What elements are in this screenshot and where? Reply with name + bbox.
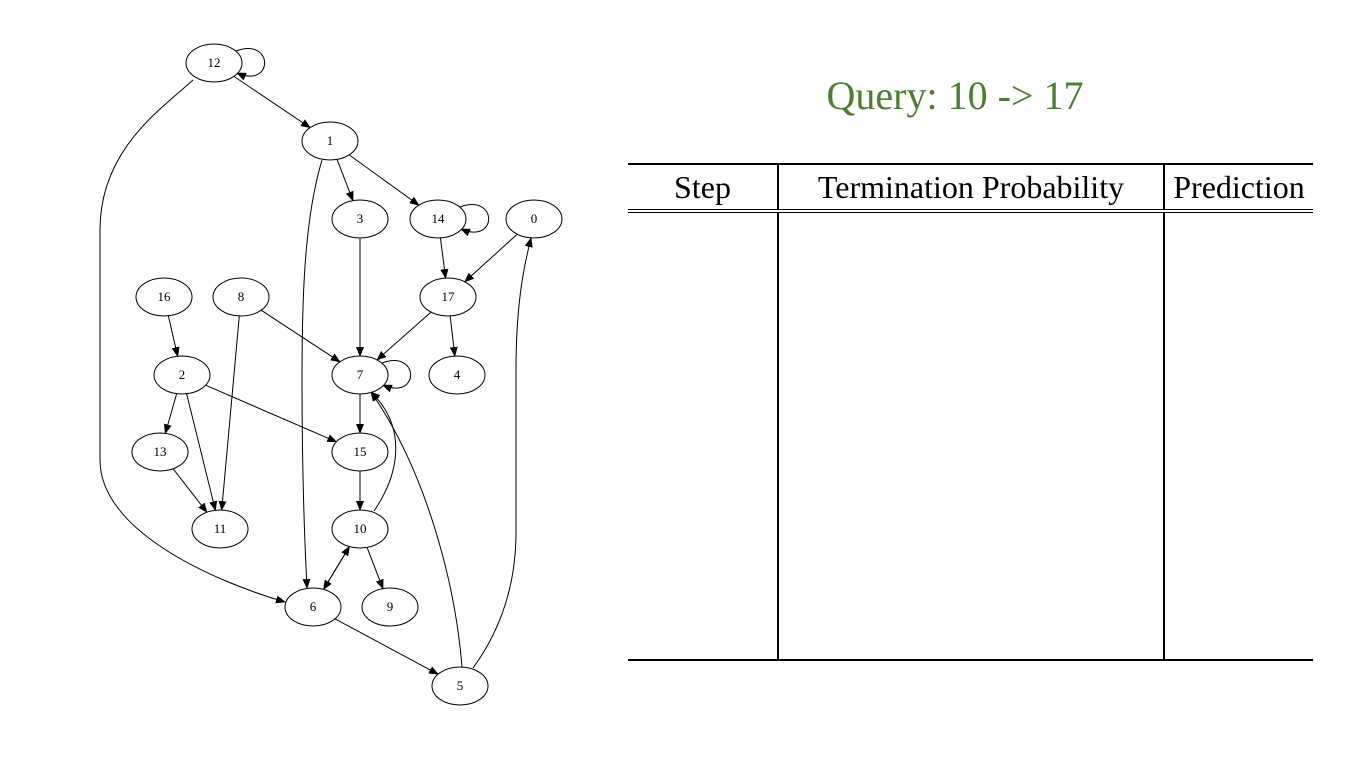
termination-probability-column-cell	[777, 211, 1164, 661]
node-9-label: 9	[387, 599, 394, 614]
edge-17-to-7	[376, 311, 432, 361]
prediction-column-cell	[1163, 211, 1313, 661]
node-9-shape	[361, 587, 419, 627]
edge-2-to-13	[163, 393, 178, 435]
node-16-shape	[135, 277, 193, 317]
edge-0-to-17	[464, 233, 518, 283]
node-8-shape	[212, 277, 270, 317]
node-3-shape	[331, 199, 389, 239]
node-11-label: 11	[214, 521, 227, 536]
node-15-shape	[331, 432, 389, 472]
node-0: 0	[505, 199, 563, 239]
node-14: 14	[409, 199, 467, 239]
node-12: 12	[185, 43, 243, 83]
node-13: 13	[131, 432, 189, 472]
prediction-column-header: Prediction	[1163, 163, 1313, 213]
edge-14-to-14	[459, 204, 490, 237]
table-body-empty	[628, 211, 1313, 661]
node-6-label: 6	[310, 599, 317, 614]
edge-2-to-11	[186, 393, 218, 512]
edge-8-to-11	[218, 315, 240, 512]
node-14-shape	[409, 199, 467, 239]
node-3: 3	[331, 199, 389, 239]
edge-1-to-14	[348, 154, 420, 206]
node-17-label: 17	[442, 289, 456, 304]
node-2-label: 2	[179, 367, 186, 382]
edge-12-to-6	[99, 79, 286, 604]
edge-10-to-9	[366, 547, 384, 590]
table-header-row: Step Termination Probability Prediction	[628, 163, 1313, 213]
node-1-label: 1	[327, 133, 334, 148]
node-17-shape	[419, 277, 477, 317]
edge-8-to-7	[260, 309, 341, 363]
node-10-label: 10	[354, 521, 367, 536]
edge-6-to-10	[323, 545, 350, 590]
edge-12-to-1	[233, 75, 311, 129]
node-1-shape	[301, 121, 359, 161]
node-3-label: 3	[357, 211, 364, 226]
node-5-label: 5	[457, 678, 464, 693]
edge-1-to-3	[336, 159, 354, 202]
step-column-header: Step	[628, 163, 778, 213]
node-11-shape	[191, 509, 249, 549]
edge-12-to-12	[235, 48, 266, 81]
node-15-label: 15	[354, 444, 367, 459]
node-2-shape	[153, 355, 211, 395]
node-10-shape	[331, 509, 389, 549]
node-10: 10	[331, 509, 389, 549]
edge-5-to-7	[370, 391, 463, 668]
node-8: 8	[212, 277, 270, 317]
node-9: 9	[361, 587, 419, 627]
step-table: Step Termination Probability Prediction	[628, 163, 1313, 661]
node-11: 11	[191, 509, 249, 549]
node-1: 1	[301, 121, 359, 161]
edge-13-to-11	[172, 468, 208, 513]
node-15: 15	[331, 432, 389, 472]
edge-16-to-2	[167, 315, 180, 358]
node-7-shape	[331, 355, 389, 395]
node-16-label: 16	[158, 289, 172, 304]
node-2: 2	[153, 355, 211, 395]
node-17: 17	[419, 277, 477, 317]
termination-probability-column-header: Termination Probability	[777, 163, 1164, 213]
node-12-shape	[185, 43, 243, 83]
edge-14-to-17	[439, 237, 449, 280]
node-8-label: 8	[238, 289, 245, 304]
node-5: 5	[431, 666, 489, 706]
node-16: 16	[135, 277, 193, 317]
node-4-shape	[428, 355, 486, 395]
edge-5-to-0	[472, 237, 533, 669]
node-13-label: 13	[154, 444, 167, 459]
node-0-shape	[505, 199, 563, 239]
node-12-label: 12	[208, 55, 221, 70]
edge-7-to-7	[381, 360, 412, 393]
node-0-label: 0	[531, 211, 538, 226]
node-5-shape	[431, 666, 489, 706]
query-title: Query: 10 -> 17	[826, 73, 1084, 118]
edge-10-to-7	[370, 391, 397, 512]
node-4: 4	[428, 355, 486, 395]
node-6: 6	[284, 587, 342, 627]
edge-1-to-6	[301, 159, 323, 589]
node-4-label: 4	[454, 367, 461, 382]
node-7: 7	[331, 355, 389, 395]
edge-2-to-15	[205, 384, 338, 443]
step-column-cell	[628, 211, 778, 661]
edge-17-to-4	[449, 315, 458, 358]
node-7-label: 7	[357, 367, 364, 382]
node-6-shape	[284, 587, 342, 627]
node-14-label: 14	[432, 211, 446, 226]
node-13-shape	[131, 432, 189, 472]
edge-6-to-5	[334, 618, 439, 675]
